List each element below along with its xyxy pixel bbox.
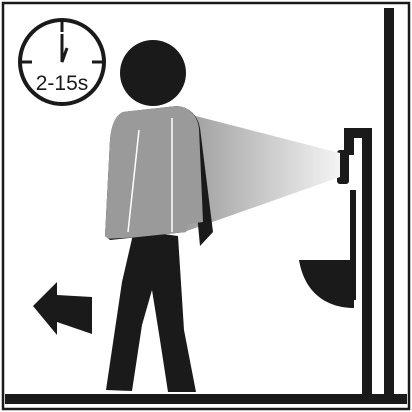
person-torso-lit (105, 106, 203, 240)
wall-line (384, 8, 394, 398)
timer-label: 2-15s (36, 72, 89, 95)
arrow-left-icon (33, 282, 92, 335)
floor-line (5, 394, 407, 404)
person-legs (106, 230, 196, 392)
urinal-bowl (299, 260, 354, 308)
stopwatch-icon: 2-15s (20, 20, 104, 104)
person-silhouette (105, 40, 213, 392)
person-head (120, 40, 186, 106)
